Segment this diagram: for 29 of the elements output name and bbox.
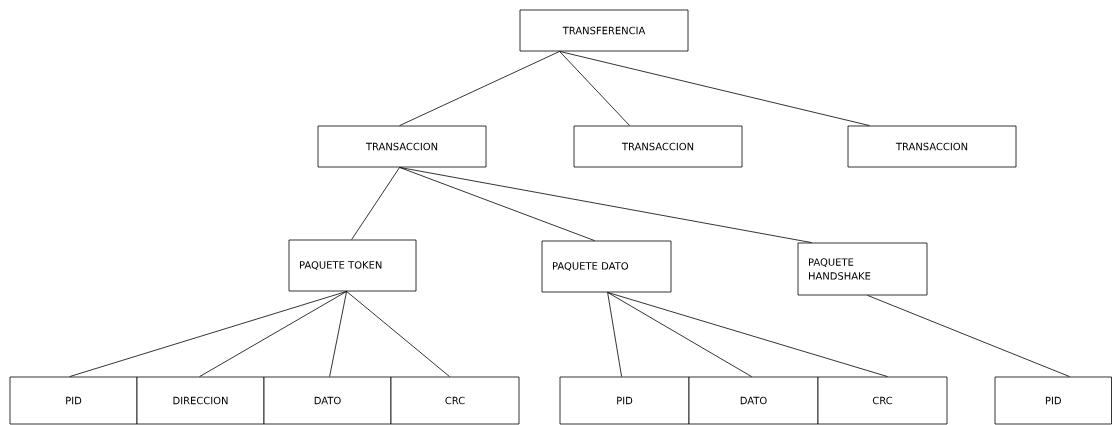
field-cell: DATO	[263, 376, 392, 425]
field-cell: PID	[994, 376, 1112, 425]
field-cell: DATO	[688, 376, 819, 425]
transaction-box: TRANSACCION	[317, 125, 487, 168]
connector-line	[329, 291, 347, 377]
connector-line	[607, 292, 752, 377]
field-cell: DIRECCION	[136, 376, 265, 425]
connector-line	[399, 167, 812, 243]
packet-box: PAQUETE HANDSHAKE	[797, 242, 928, 296]
connector-line	[607, 292, 622, 377]
field-cell: CRC	[817, 376, 948, 425]
transaction-box: TRANSACCION	[847, 125, 1017, 168]
connector-line	[351, 167, 400, 240]
connector-line	[607, 292, 888, 377]
packet-box: PAQUETE DATO	[541, 240, 672, 293]
packet-box: PAQUETE TOKEN	[288, 239, 417, 292]
connector-line	[399, 167, 595, 241]
field-cell: PID	[559, 376, 690, 425]
connector-line	[199, 291, 347, 377]
connector-line	[867, 295, 1070, 377]
connector-line	[399, 51, 560, 126]
connector-line	[346, 291, 450, 377]
connector-line	[559, 51, 630, 126]
transaction-box: TRANSACCION	[573, 125, 743, 168]
field-cell: PID	[9, 376, 138, 425]
field-cell: CRC	[390, 376, 520, 425]
connector-line	[69, 291, 347, 377]
title-box: TRANSFERENCIA	[519, 9, 689, 52]
connector-line	[559, 51, 870, 126]
